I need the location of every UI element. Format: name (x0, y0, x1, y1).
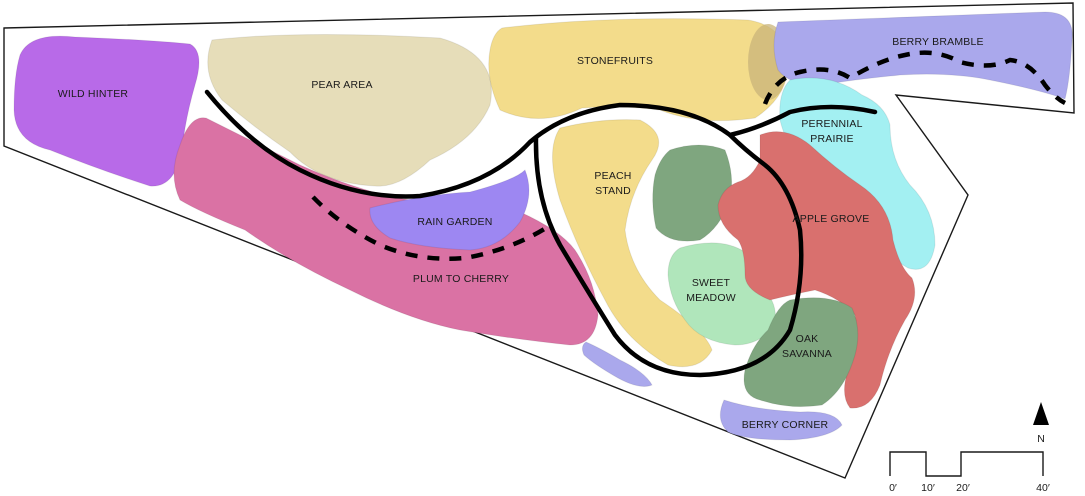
label-sweet-line1: SWEET (692, 277, 731, 289)
label-oak-line2: SAVANNA (782, 348, 832, 360)
loop-path (533, 132, 804, 378)
label-perennial-line1: PERENNIAL (801, 118, 862, 130)
label-wild-hinter: WILD HINTER (58, 88, 129, 100)
label-rain-garden: RAIN GARDEN (417, 216, 492, 228)
zone-green-patch[interactable] (652, 144, 733, 242)
scale-tick-10: 10′ (921, 482, 935, 494)
label-oak-line1: OAK (796, 333, 819, 345)
zone-stonefruits[interactable] (488, 18, 789, 122)
label-perennial-line2: PRAIRIE (810, 133, 853, 145)
label-sweet-line2: MEADOW (686, 292, 736, 304)
north-arrow-icon (1033, 402, 1049, 425)
zone-pear-area[interactable] (207, 33, 492, 187)
zone-oak-savanna[interactable] (743, 297, 859, 408)
scale-tick-0: 0′ (889, 482, 897, 494)
label-peach-line2: STAND (595, 185, 631, 197)
scale-tick-20: 20′ (956, 482, 970, 494)
label-berry-bramble: BERRY BRAMBLE (892, 36, 984, 48)
zone-small-lavender[interactable] (581, 341, 653, 387)
zone-berry-corner[interactable] (719, 399, 843, 441)
zone-rain-garden[interactable] (369, 169, 530, 251)
label-stonefruits: STONEFRUITS (577, 55, 653, 67)
dashed-trail-bramble (762, 50, 1067, 106)
label-apple-grove: APPLE GROVE (793, 213, 870, 225)
north-label: N (1037, 433, 1045, 445)
zone-wild-hinter[interactable] (13, 35, 200, 187)
scale-tick-40: 40′ (1036, 482, 1050, 494)
label-berry-corner: BERRY CORNER (742, 419, 829, 431)
scale-bar (889, 451, 1044, 477)
label-pear-area: PEAR AREA (311, 79, 372, 91)
label-plum-to-cherry: PLUM TO CHERRY (413, 273, 509, 285)
label-peach-line1: PEACH (594, 170, 631, 182)
main-path (204, 89, 878, 199)
